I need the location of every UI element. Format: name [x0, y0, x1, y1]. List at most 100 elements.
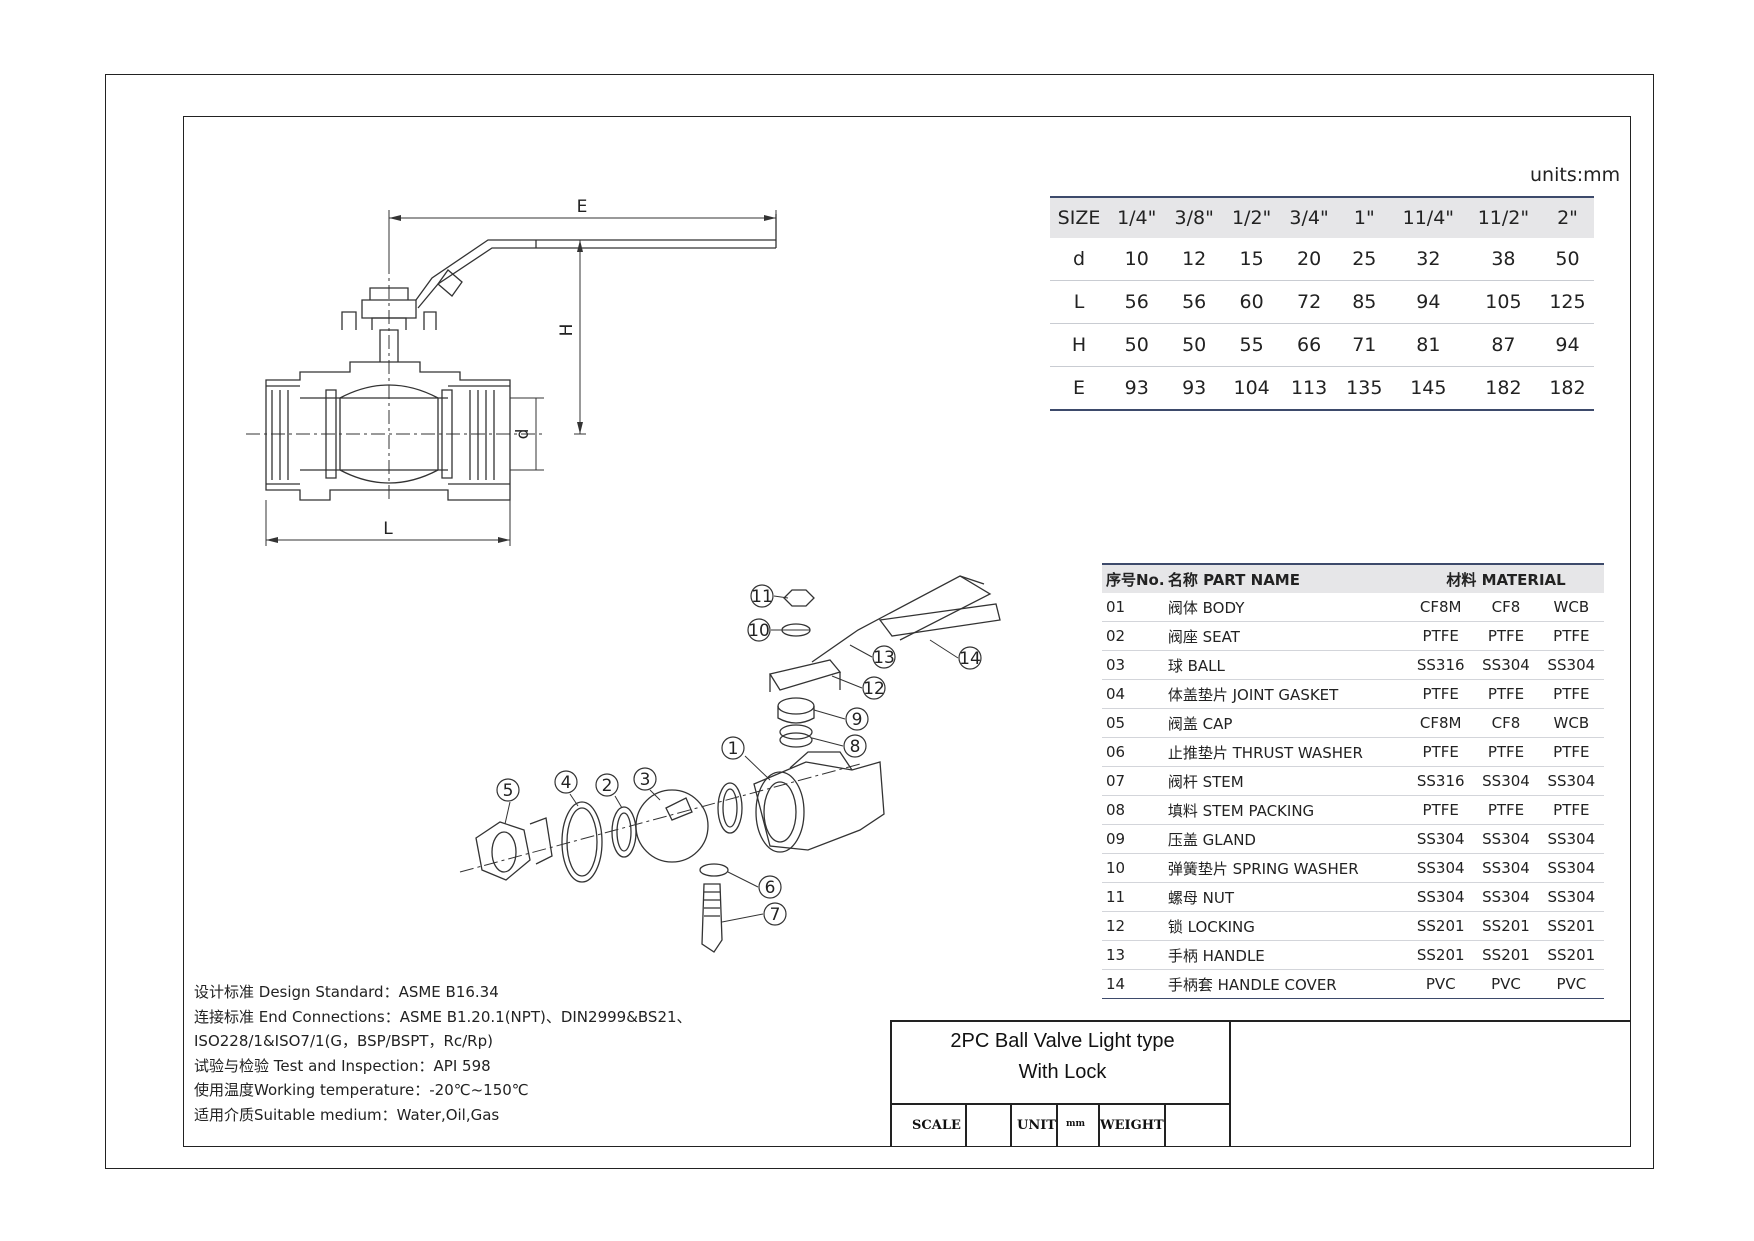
part-name: 弹簧垫片 SPRING WASHER [1167, 853, 1409, 883]
part-material: SS304 [1473, 853, 1539, 883]
size-cell: 12 [1165, 238, 1223, 281]
note-working-temperature: 使用温度Working temperature：-20℃~150℃ [194, 1081, 529, 1099]
drawing-outer-frame [105, 74, 1654, 1169]
part-material: SS304 [1473, 824, 1539, 854]
part-name: 体盖垫片 JOINT GASKET [1167, 679, 1409, 709]
balloon-label: 9 [852, 710, 863, 730]
part-number: 06 [1102, 737, 1168, 767]
size-cell: 85 [1337, 280, 1391, 324]
part-material: CF8M [1408, 708, 1474, 738]
part-material: SS316 [1408, 650, 1474, 680]
size-cell: 1" [1337, 196, 1391, 238]
part-name: 填料 STEM PACKING [1167, 795, 1409, 825]
part-material: SS201 [1538, 940, 1604, 970]
size-cell: 66 [1280, 323, 1338, 367]
part-material: SS201 [1473, 911, 1539, 941]
balloon-label: 14 [959, 649, 981, 669]
size-cell: 20 [1280, 238, 1338, 281]
part-name: 球 BALL [1167, 650, 1409, 680]
size-cell: 93 [1165, 366, 1223, 411]
part-balloon-13: 13 [849, 644, 896, 669]
size-cell: 81 [1390, 323, 1466, 367]
part-name: 阀座 SEAT [1167, 621, 1409, 651]
part-material: SS316 [1408, 766, 1474, 796]
size-cell: 135 [1337, 366, 1391, 411]
balloon-label: 6 [765, 878, 776, 898]
size-cell: SIZE [1050, 196, 1108, 238]
part-material: PTFE [1408, 621, 1474, 651]
size-cell: 104 [1222, 366, 1281, 411]
parts-header-no: 序号No. [1102, 563, 1168, 593]
part-number: 02 [1102, 621, 1168, 651]
balloon-label: 12 [863, 679, 885, 699]
part-balloon-2: 2 [595, 773, 623, 809]
part-balloon-9: 9 [813, 707, 869, 731]
part-material: SS201 [1473, 940, 1539, 970]
size-cell: 87 [1465, 323, 1541, 367]
size-cell: 60 [1222, 280, 1281, 324]
part-number: 09 [1102, 824, 1168, 854]
part-number: 03 [1102, 650, 1168, 680]
dimension-lines [265, 210, 777, 546]
part-balloon-12: 12 [831, 675, 886, 700]
part-name: 阀杆 STEM [1167, 766, 1409, 796]
size-cell: 3/4" [1280, 196, 1338, 238]
part-name: 手柄套 HANDLE COVER [1167, 969, 1409, 999]
size-cell: H [1050, 323, 1108, 367]
part-material: PTFE [1473, 737, 1539, 767]
part-material: PVC [1408, 969, 1474, 999]
valve-exploded-view [459, 575, 1001, 953]
size-cell: 11/4" [1390, 196, 1466, 238]
dim-label-e: E [577, 197, 588, 217]
size-cell: 50 [1540, 238, 1594, 281]
dim-label-l: L [383, 519, 393, 539]
part-balloon-3: 3 [633, 767, 661, 801]
drawing-title-line1: 2PC Ball Valve Light type [950, 1030, 1175, 1052]
size-cell: 3/8" [1165, 196, 1223, 238]
size-cell: d [1050, 238, 1108, 281]
part-number: 11 [1102, 882, 1168, 912]
part-material: SS201 [1408, 911, 1474, 941]
part-material: SS304 [1408, 882, 1474, 912]
size-cell: 113 [1280, 366, 1338, 411]
part-material: WCB [1538, 593, 1604, 622]
part-name: 阀体 BODY [1167, 593, 1409, 622]
parts-header-name: 名称 PART NAME [1167, 563, 1409, 593]
drawing-title-line2: With Lock [1018, 1061, 1107, 1083]
dim-label-d: d [513, 429, 533, 440]
balloon-label: 13 [873, 648, 895, 668]
part-number: 12 [1102, 911, 1168, 941]
size-cell: 105 [1465, 280, 1541, 324]
size-cell: 56 [1108, 280, 1166, 324]
note-design-standard: 设计标准 Design Standard：ASME B16.34 [194, 983, 499, 1001]
scale-label: SCALE [912, 1118, 961, 1133]
note-test-inspection: 试验与检验 Test and Inspection：API 598 [194, 1056, 491, 1075]
note-end-connections: 连接标准 End Connections：ASME B1.20.1(NPT)、D… [194, 1007, 692, 1026]
size-cell: 32 [1390, 238, 1466, 281]
unit-label: UNIT [1017, 1118, 1056, 1133]
part-name: 压盖 GLAND [1167, 824, 1409, 854]
size-cell: 25 [1337, 238, 1391, 281]
part-material: SS304 [1473, 650, 1539, 680]
units-label: units:mm [1530, 164, 1621, 186]
size-cell: 50 [1165, 323, 1223, 367]
size-cell: E [1050, 366, 1108, 411]
size-cell: 182 [1465, 366, 1541, 411]
balloon-label: 2 [602, 776, 613, 796]
part-material: SS304 [1538, 650, 1604, 680]
size-cell: 1/4" [1108, 196, 1166, 238]
parts-header-material: 材料 MATERIAL [1408, 563, 1604, 593]
part-material: PTFE [1408, 795, 1474, 825]
part-material: SS304 [1538, 766, 1604, 796]
